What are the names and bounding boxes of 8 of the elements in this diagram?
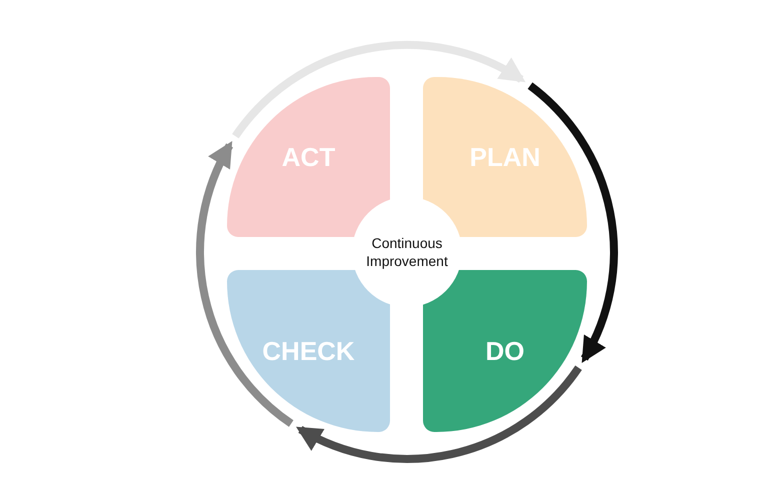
center-label: Continuous Improvement <box>365 234 449 270</box>
stage-label: CHECK <box>262 336 355 366</box>
stage-label: PLAN <box>470 142 540 172</box>
cycle-arrow <box>232 41 526 139</box>
cycle-arrow <box>296 365 582 463</box>
stage-label: DO <box>486 336 524 366</box>
cycle-arrow <box>196 140 294 427</box>
cycle-arrow <box>528 82 618 364</box>
